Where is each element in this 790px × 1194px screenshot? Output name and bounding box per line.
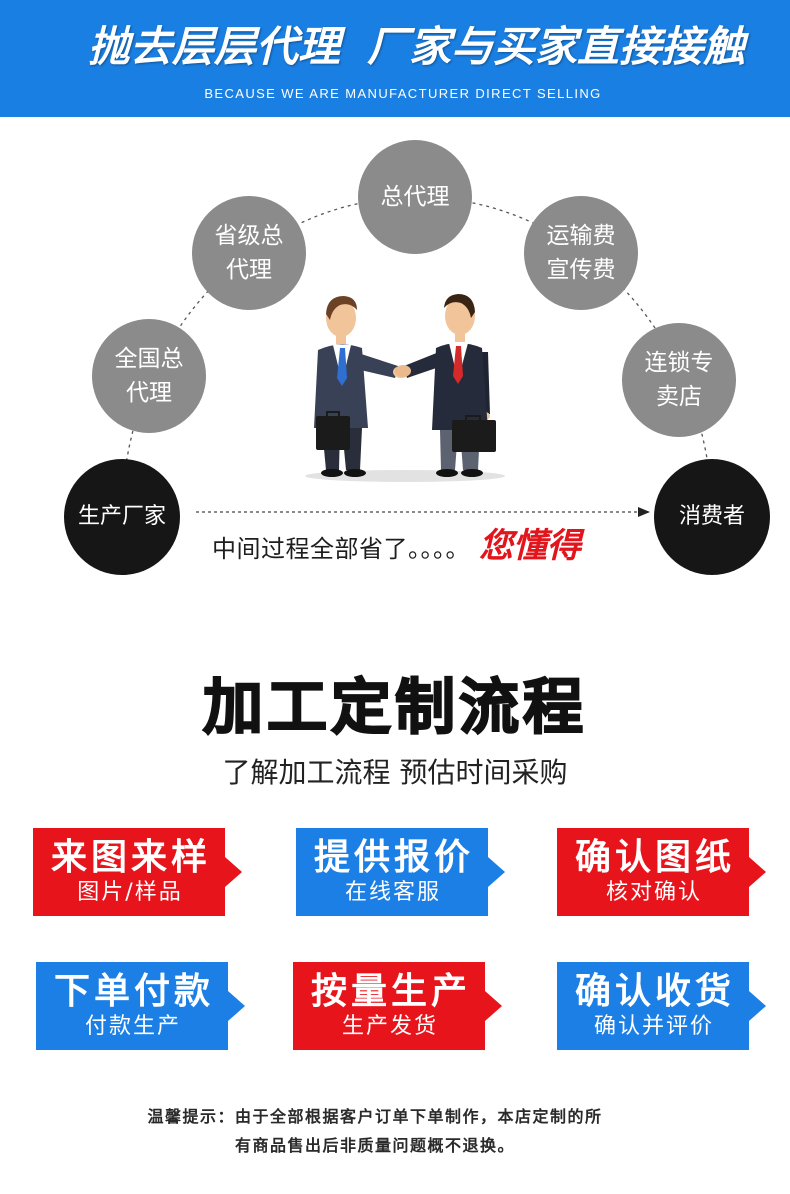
step-title: 按量生产 — [310, 971, 471, 1012]
front-arm — [404, 350, 448, 378]
shoe — [321, 469, 343, 477]
process-title: 加工定制流程 — [202, 673, 587, 743]
node-national-agent: 全国总 代理 — [92, 319, 206, 433]
hair — [444, 294, 475, 318]
hand — [395, 365, 411, 377]
node-manufacturer: 生产厂家 — [64, 459, 180, 575]
node-label: 卖店 — [656, 384, 702, 410]
node-label: 消费者 — [678, 504, 745, 529]
step-title: 确认收货 — [574, 971, 735, 1012]
tie — [453, 346, 463, 384]
banner-title: 抛去层层代理厂家与买家直接接触 — [88, 22, 745, 72]
businessman-left — [314, 296, 409, 477]
banner-title-left: 抛去层层代理 — [88, 22, 341, 71]
briefcase-handle — [326, 411, 340, 416]
shoe — [461, 469, 483, 477]
arrow-right-icon — [488, 857, 505, 887]
step-title: 确认图纸 — [574, 837, 735, 878]
handshake-illustration — [305, 294, 505, 482]
briefcase-handle — [465, 415, 481, 420]
briefcase-icon — [452, 420, 496, 452]
notice-line-1: 温馨提示：由于全部根据客户订单下单制作，本店定制的所 — [147, 1107, 603, 1126]
notice-line-2: 有商品售出后非质量问题概不退换。 — [234, 1136, 515, 1155]
node-label: 全国总 — [114, 346, 184, 372]
neck — [455, 330, 465, 342]
process-subtitle: 了解加工流程 预估时间采购 — [222, 756, 568, 789]
step-detail: 图片/样品 — [77, 880, 183, 905]
node-label: 代理 — [126, 380, 172, 406]
diagram-caption: 中间过程全部省了。。。。 您懂得 — [212, 526, 581, 570]
step-detail: 确认并评价 — [593, 1014, 714, 1039]
step-card-6: 确认收货 确认并评价 — [557, 962, 766, 1050]
supply-chain-diagram — [121, 196, 713, 518]
briefcase-icon — [316, 416, 350, 450]
arrow-head-icon — [638, 507, 650, 517]
tie — [337, 348, 347, 386]
banner-title-right: 厂家与买家直接接触 — [367, 22, 746, 71]
node-general-agent: 总代理 — [358, 140, 472, 254]
businessman-right — [395, 294, 496, 477]
arrow-right-icon — [485, 991, 502, 1021]
shoe — [344, 469, 366, 477]
arrow-right-icon — [749, 857, 766, 887]
caption-text: 中间过程全部省了。。。。 — [212, 535, 470, 563]
node-provincial-agent: 省级总 代理 — [192, 196, 306, 310]
node-label: 总代理 — [380, 184, 450, 210]
caption-emphasis: 您懂得 — [479, 526, 581, 566]
shoe — [436, 469, 458, 477]
node-label: 生产厂家 — [77, 504, 166, 529]
hair — [326, 296, 357, 320]
node-chain-store: 连锁专 卖店 — [622, 323, 736, 437]
top-banner: 抛去层层代理厂家与买家直接接触 BECAUSE WE ARE MANUFACTU… — [0, 0, 790, 117]
arrow-right-icon — [225, 857, 242, 887]
step-card-4: 下单付款 付款生产 — [36, 962, 245, 1050]
node-label: 宣传费 — [546, 257, 616, 283]
jacket — [432, 343, 488, 430]
step-title: 下单付款 — [53, 971, 214, 1012]
front-arm — [352, 352, 398, 378]
step-card-1: 来图来样 图片/样品 — [33, 828, 242, 916]
step-card-2: 提供报价 在线客服 — [296, 828, 505, 916]
node-label: 省级总 — [214, 223, 284, 249]
step-detail: 生产发货 — [341, 1014, 438, 1039]
step-title: 来图来样 — [50, 837, 211, 878]
step-title: 提供报价 — [313, 837, 474, 878]
node-label: 代理 — [226, 257, 272, 283]
node-label: 运输费 — [546, 223, 616, 249]
step-detail: 在线客服 — [344, 880, 441, 905]
banner-subtitle: BECAUSE WE ARE MANUFACTURER DIRECT SELLI… — [204, 86, 602, 101]
node-consumer: 消费者 — [654, 459, 770, 575]
arrow-right-icon — [228, 991, 245, 1021]
step-card-5: 按量生产 生产发货 — [293, 962, 502, 1050]
step-detail: 核对确认 — [605, 880, 702, 905]
step-card-3: 确认图纸 核对确认 — [557, 828, 766, 916]
arrow-right-icon — [749, 991, 766, 1021]
node-shipping-advertising: 运输费 宣传费 — [524, 196, 638, 310]
node-label: 连锁专 — [644, 350, 714, 376]
neck — [336, 332, 346, 344]
step-detail: 付款生产 — [84, 1014, 181, 1039]
